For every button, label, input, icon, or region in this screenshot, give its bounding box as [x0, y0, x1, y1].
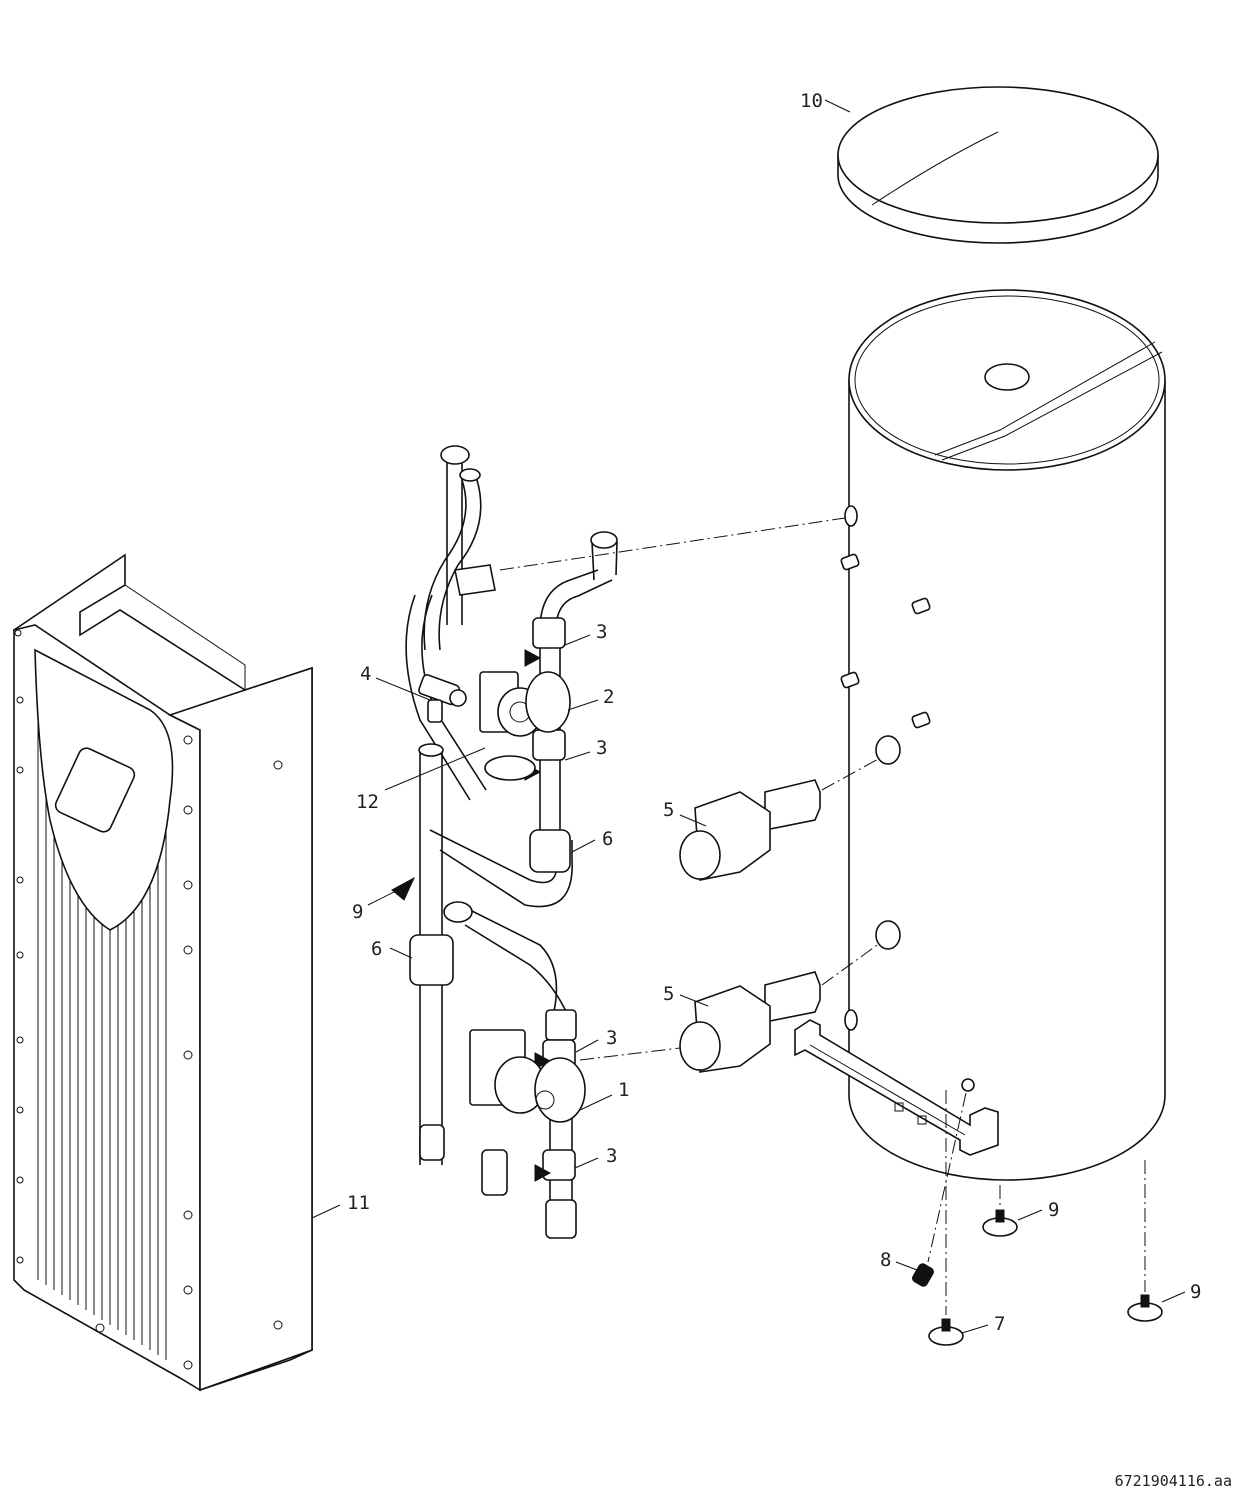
circulation-pump-lower [469, 1029, 586, 1123]
callout-12: 12 [356, 791, 379, 813]
leader-lines [311, 99, 1186, 1334]
callout-10: 10 [800, 90, 823, 112]
temperature-sensor [484, 755, 536, 781]
callout-9: 9 [1048, 1199, 1059, 1221]
callout-3: 3 [596, 621, 607, 643]
callout-3: 3 [596, 737, 607, 759]
immersion-heater-upper [679, 779, 821, 881]
tank-lid [837, 86, 1159, 244]
callout-4: 4 [360, 663, 371, 685]
callout-7: 8 [880, 1249, 891, 1271]
cover-louvres [37, 700, 167, 1360]
callout-9: 9 [1190, 1281, 1201, 1303]
ball-valve [524, 617, 576, 1182]
callout-3: 3 [606, 1145, 617, 1167]
tank-socket [840, 553, 931, 729]
callout-9: 7 [994, 1313, 1005, 1335]
storage-tank [840, 289, 1166, 1181]
callout-2: 2 [603, 686, 614, 708]
drawing-code: 6721904116.aa [1115, 1472, 1232, 1490]
callout-5: 5 [663, 799, 674, 821]
cover-display-window [54, 747, 136, 833]
callout-5: 5 [663, 983, 674, 1005]
callout-8: 9 [352, 901, 363, 923]
drain-valve [912, 1263, 934, 1287]
safety-valve [418, 674, 467, 723]
mounting-bracket [794, 1019, 999, 1156]
circulation-pump-upper [479, 671, 571, 737]
callout-11: 11 [347, 1192, 370, 1214]
adjustable-foot [928, 1209, 1163, 1346]
pipe-assembly [405, 445, 618, 1239]
front-cover [13, 553, 313, 1392]
flow-direction-arrow [391, 876, 416, 901]
callout-6: 6 [602, 828, 613, 850]
callout-6: 6 [371, 938, 382, 960]
cover-screw [14, 629, 283, 1370]
callout-1: 1 [618, 1079, 629, 1101]
immersion-heater-lower [679, 971, 821, 1073]
callout-3: 3 [606, 1027, 617, 1049]
